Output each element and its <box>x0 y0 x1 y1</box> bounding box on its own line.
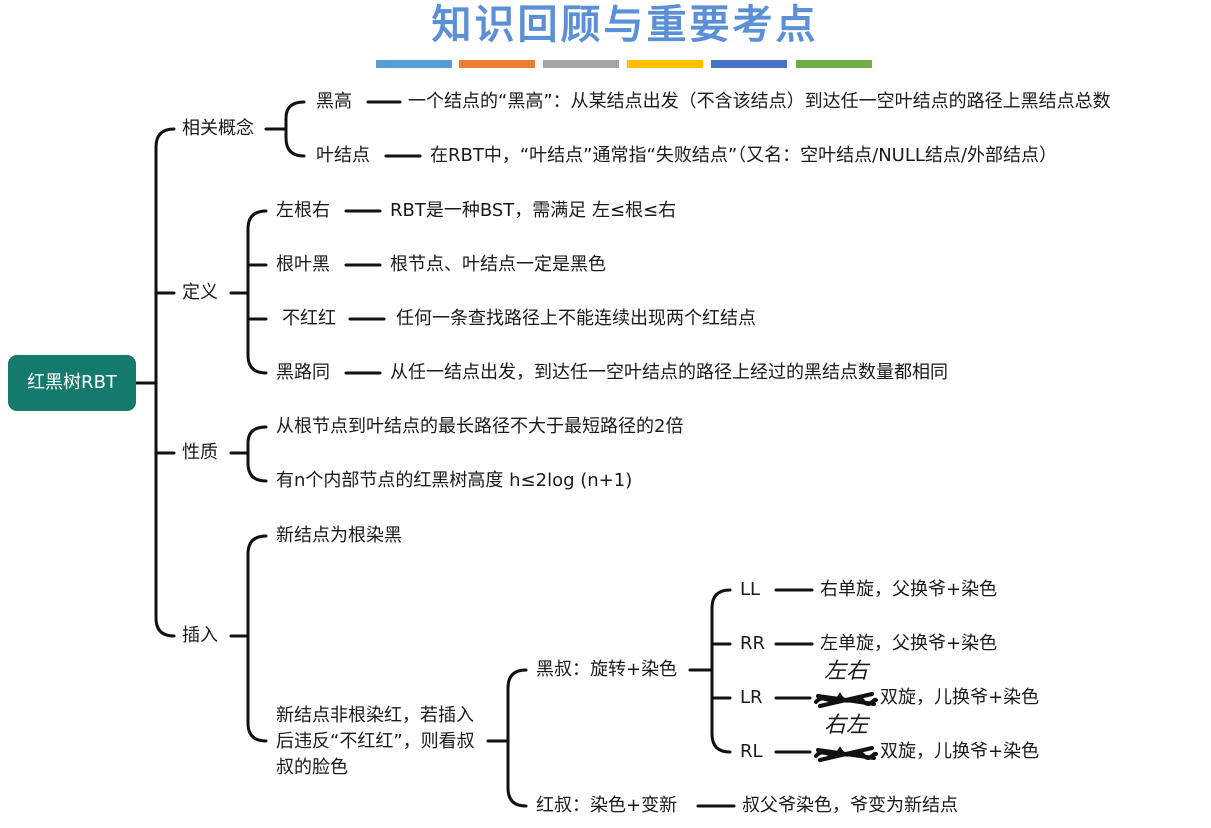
red-uncle-desc: 叔父爷染色，爷变为新结点 <box>742 795 958 816</box>
rule4-term: 黑路同 <box>276 362 330 383</box>
leaf-desc: 在RBT中，“叶结点”通常指“失败结点”（又名：空叶结点/NULL结点/外部结点… <box>430 145 1057 166</box>
title-bar-2 <box>459 60 535 68</box>
rule2-desc: 根节点、叶结点一定是黑色 <box>390 254 606 275</box>
case-rl-desc: 双旋，儿换爷+染色 <box>880 741 1040 762</box>
concepts-label: 相关概念 <box>182 118 254 139</box>
case-lr-scribble <box>814 692 878 708</box>
definition-label: 定义 <box>182 282 218 303</box>
rule1-desc: RBT是一种BST，需满足 左≤根≤右 <box>390 200 677 221</box>
insert-root-case: 新结点为根染黑 <box>276 525 402 546</box>
title-bar-4 <box>627 60 703 68</box>
case-ll-desc: 右单旋，父换爷+染色 <box>820 579 998 600</box>
black-uncle-label: 黑叔：旋转+染色 <box>536 659 678 680</box>
case-rl-scribble <box>814 746 878 762</box>
rule4-desc: 从任一结点出发，到达任一空叶结点的路径上经过的黑结点数量都相同 <box>390 362 948 383</box>
rule1-term: 左根右 <box>276 200 330 221</box>
case-rr-desc: 左单旋，父换爷+染色 <box>820 633 998 654</box>
title-bar-1 <box>376 60 452 68</box>
rule2-term: 根叶黑 <box>276 254 330 275</box>
root-node: 红黑树RBT <box>8 355 136 411</box>
insert-nonroot-case: 新结点非根染红，若插入后违反“不红红”，则看叔叔的脸色 <box>276 705 475 778</box>
case-rl-term: RL <box>740 741 763 762</box>
property-2: 有n个内部节点的红黑树高度 h≤2log (n+1) <box>276 470 633 491</box>
rule3-desc: 任何一条查找路径上不能连续出现两个红结点 <box>396 308 756 329</box>
black-height-term: 黑高 <box>316 91 352 112</box>
title-bar-3 <box>543 60 619 68</box>
case-lr-desc: 双旋，儿换爷+染色 <box>880 687 1040 708</box>
case-rl-handwritten-note: 右左 <box>824 713 869 738</box>
leaf-term: 叶结点 <box>316 145 370 166</box>
rule3-term: 不红红 <box>282 308 336 329</box>
property-1: 从根节点到叶结点的最长路径不大于最短路径的2倍 <box>276 416 684 437</box>
red-uncle-label: 红叔：染色+变新 <box>536 795 678 816</box>
properties-label: 性质 <box>182 442 218 463</box>
title-bar-6 <box>796 60 872 68</box>
black-height-desc: 一个结点的“黑高”：从某结点出发（不含该结点）到达任一空叶结点的路径上黑结点总数 <box>408 91 1111 112</box>
insert-label: 插入 <box>182 625 218 646</box>
page-title: 知识回顾与重要考点 <box>431 1 819 48</box>
case-lr-handwritten-note: 左右 <box>824 659 869 684</box>
case-rr-term: RR <box>740 633 766 654</box>
case-lr-term: LR <box>740 687 763 708</box>
title-bar-5 <box>711 60 787 68</box>
case-ll-term: LL <box>740 579 761 600</box>
